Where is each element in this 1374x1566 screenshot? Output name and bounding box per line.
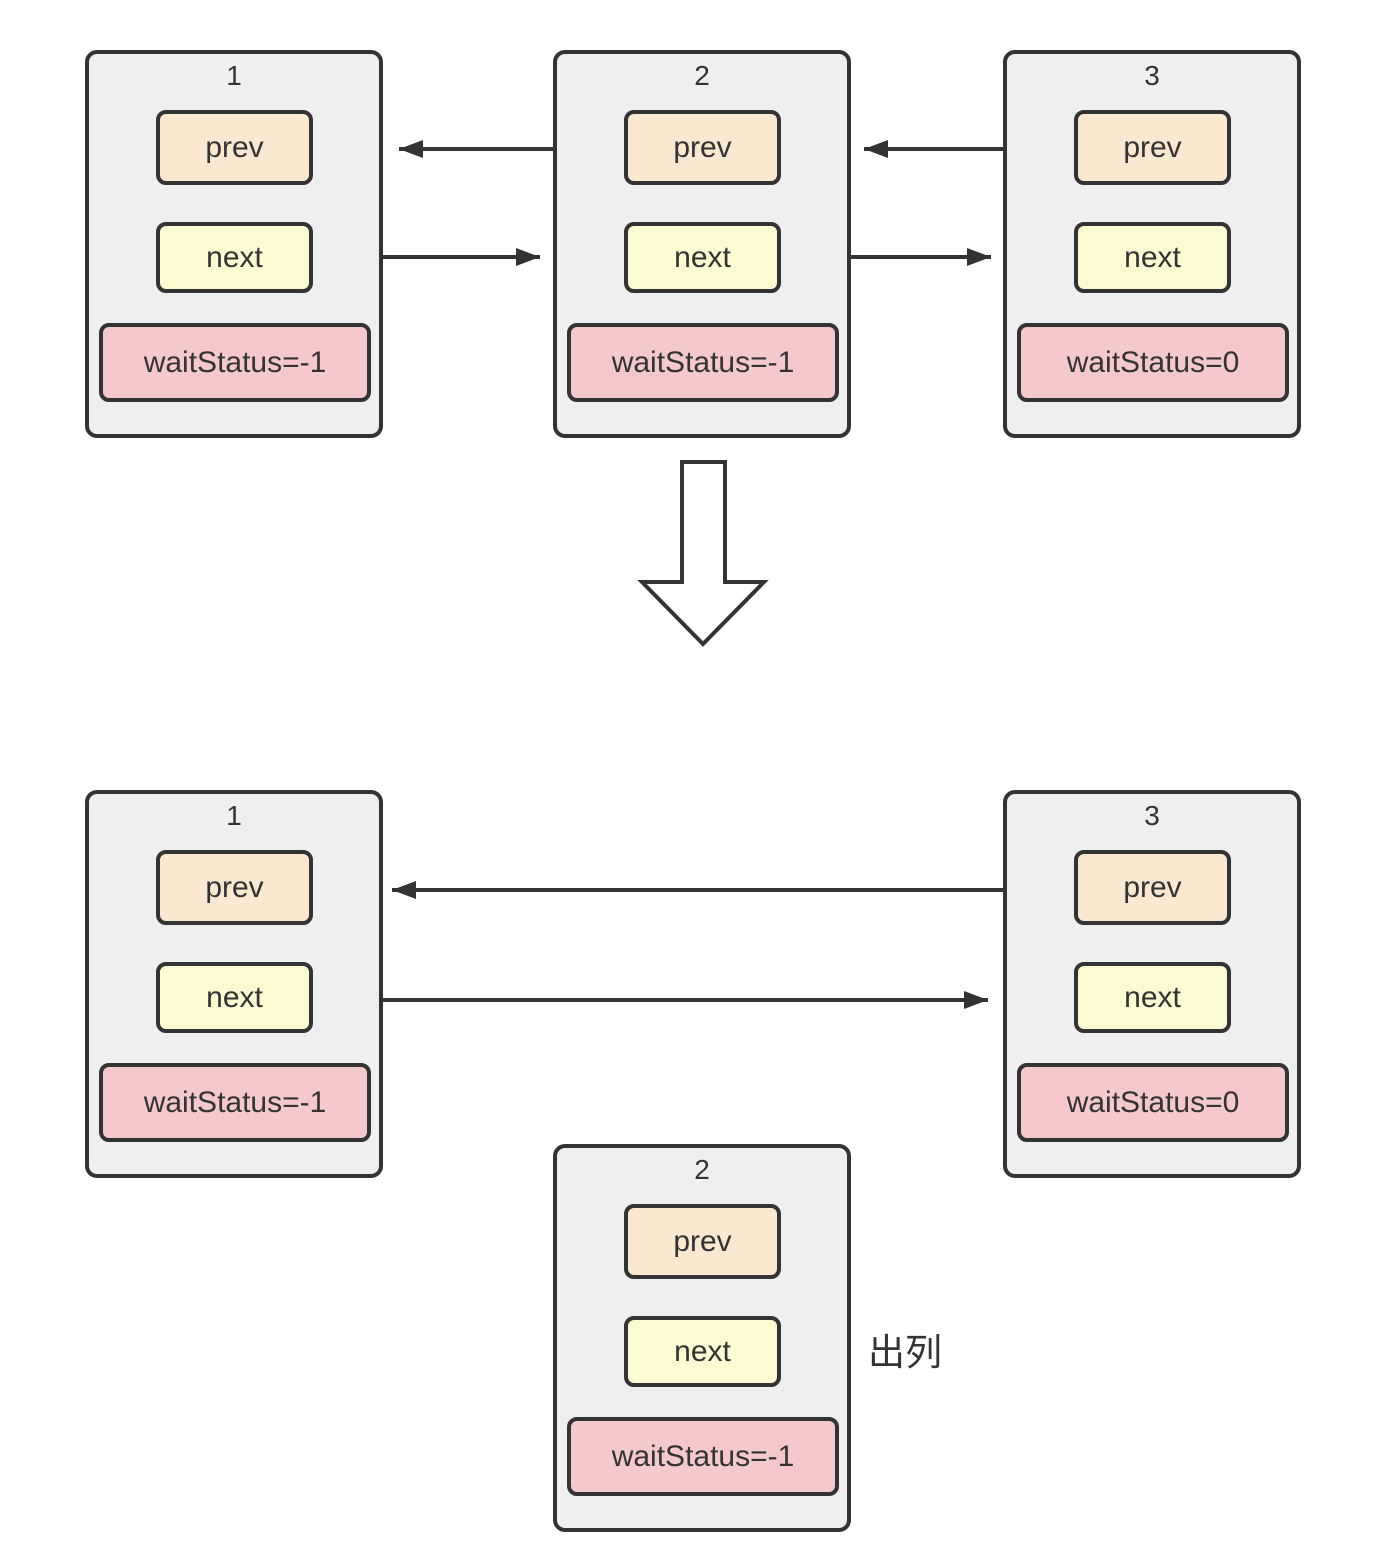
next-pointer-box: next (624, 222, 781, 293)
wait-status-box: waitStatus=0 (1017, 323, 1289, 402)
node-title: 1 (226, 800, 242, 831)
wait-status-box: waitStatus=-1 (99, 1063, 371, 1142)
prev-pointer-box: prev (624, 1204, 781, 1279)
next-pointer-box: next (1074, 962, 1231, 1033)
node-title: 2 (694, 60, 710, 91)
wait-status-box: waitStatus=-1 (567, 1417, 839, 1496)
node-title: 2 (694, 1154, 710, 1185)
node-title: 3 (1144, 800, 1160, 831)
wait-status-box: waitStatus=-1 (567, 323, 839, 402)
prev-pointer-box: prev (156, 110, 313, 185)
next-pointer-box: next (1074, 222, 1231, 293)
next-pointer-box: next (156, 962, 313, 1033)
wait-status-box: waitStatus=0 (1017, 1063, 1289, 1142)
node-1-top: 1 prev next waitStatus=-1 (85, 50, 383, 438)
next-pointer-box: next (624, 1316, 781, 1387)
down-arrow-icon (637, 460, 769, 647)
prev-pointer-box: prev (624, 110, 781, 185)
node-2-top: 2 prev next waitStatus=-1 (553, 50, 851, 438)
wait-status-box: waitStatus=-1 (99, 323, 371, 402)
dequeue-label: 出列 (868, 1332, 942, 1373)
node-title: 1 (226, 60, 242, 91)
prev-pointer-box: prev (1074, 850, 1231, 925)
next-pointer-box: next (156, 222, 313, 293)
prev-pointer-box: prev (1074, 110, 1231, 185)
node-2-bottom-dequeued: 2 prev next waitStatus=-1 (553, 1144, 851, 1532)
node-1-bottom: 1 prev next waitStatus=-1 (85, 790, 383, 1178)
node-3-bottom: 3 prev next waitStatus=0 (1003, 790, 1301, 1178)
node-3-top: 3 prev next waitStatus=0 (1003, 50, 1301, 438)
prev-pointer-box: prev (156, 850, 313, 925)
node-title: 3 (1144, 60, 1160, 91)
